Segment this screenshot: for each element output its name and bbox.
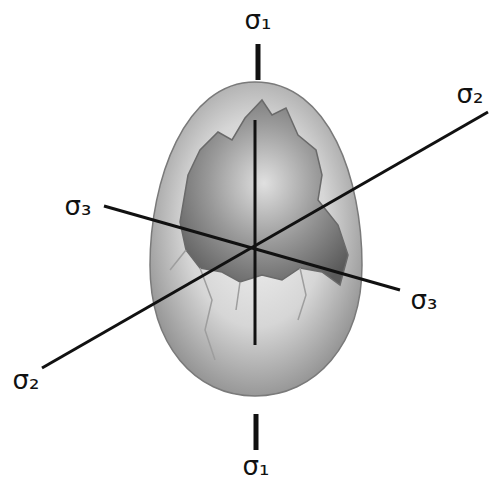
crack-lines [170, 250, 306, 360]
sigma1-tick-bottom [254, 414, 259, 450]
stress-label: σ₃ [63, 192, 94, 220]
sigma1-axis [254, 120, 257, 345]
sigma2-axis [42, 112, 488, 368]
stress-axes [42, 44, 488, 450]
sigma3-axis [104, 206, 400, 290]
stress-label: σ₁ [243, 6, 274, 34]
stress-label: σ₂ [455, 80, 486, 108]
sigma1-tick-top [256, 44, 261, 80]
egg-shell [150, 82, 362, 396]
stress-label: σ₃ [409, 286, 440, 314]
shell-opening [180, 100, 348, 285]
stress-label: σ₂ [11, 366, 42, 394]
stress-label: σ₁ [241, 452, 272, 480]
